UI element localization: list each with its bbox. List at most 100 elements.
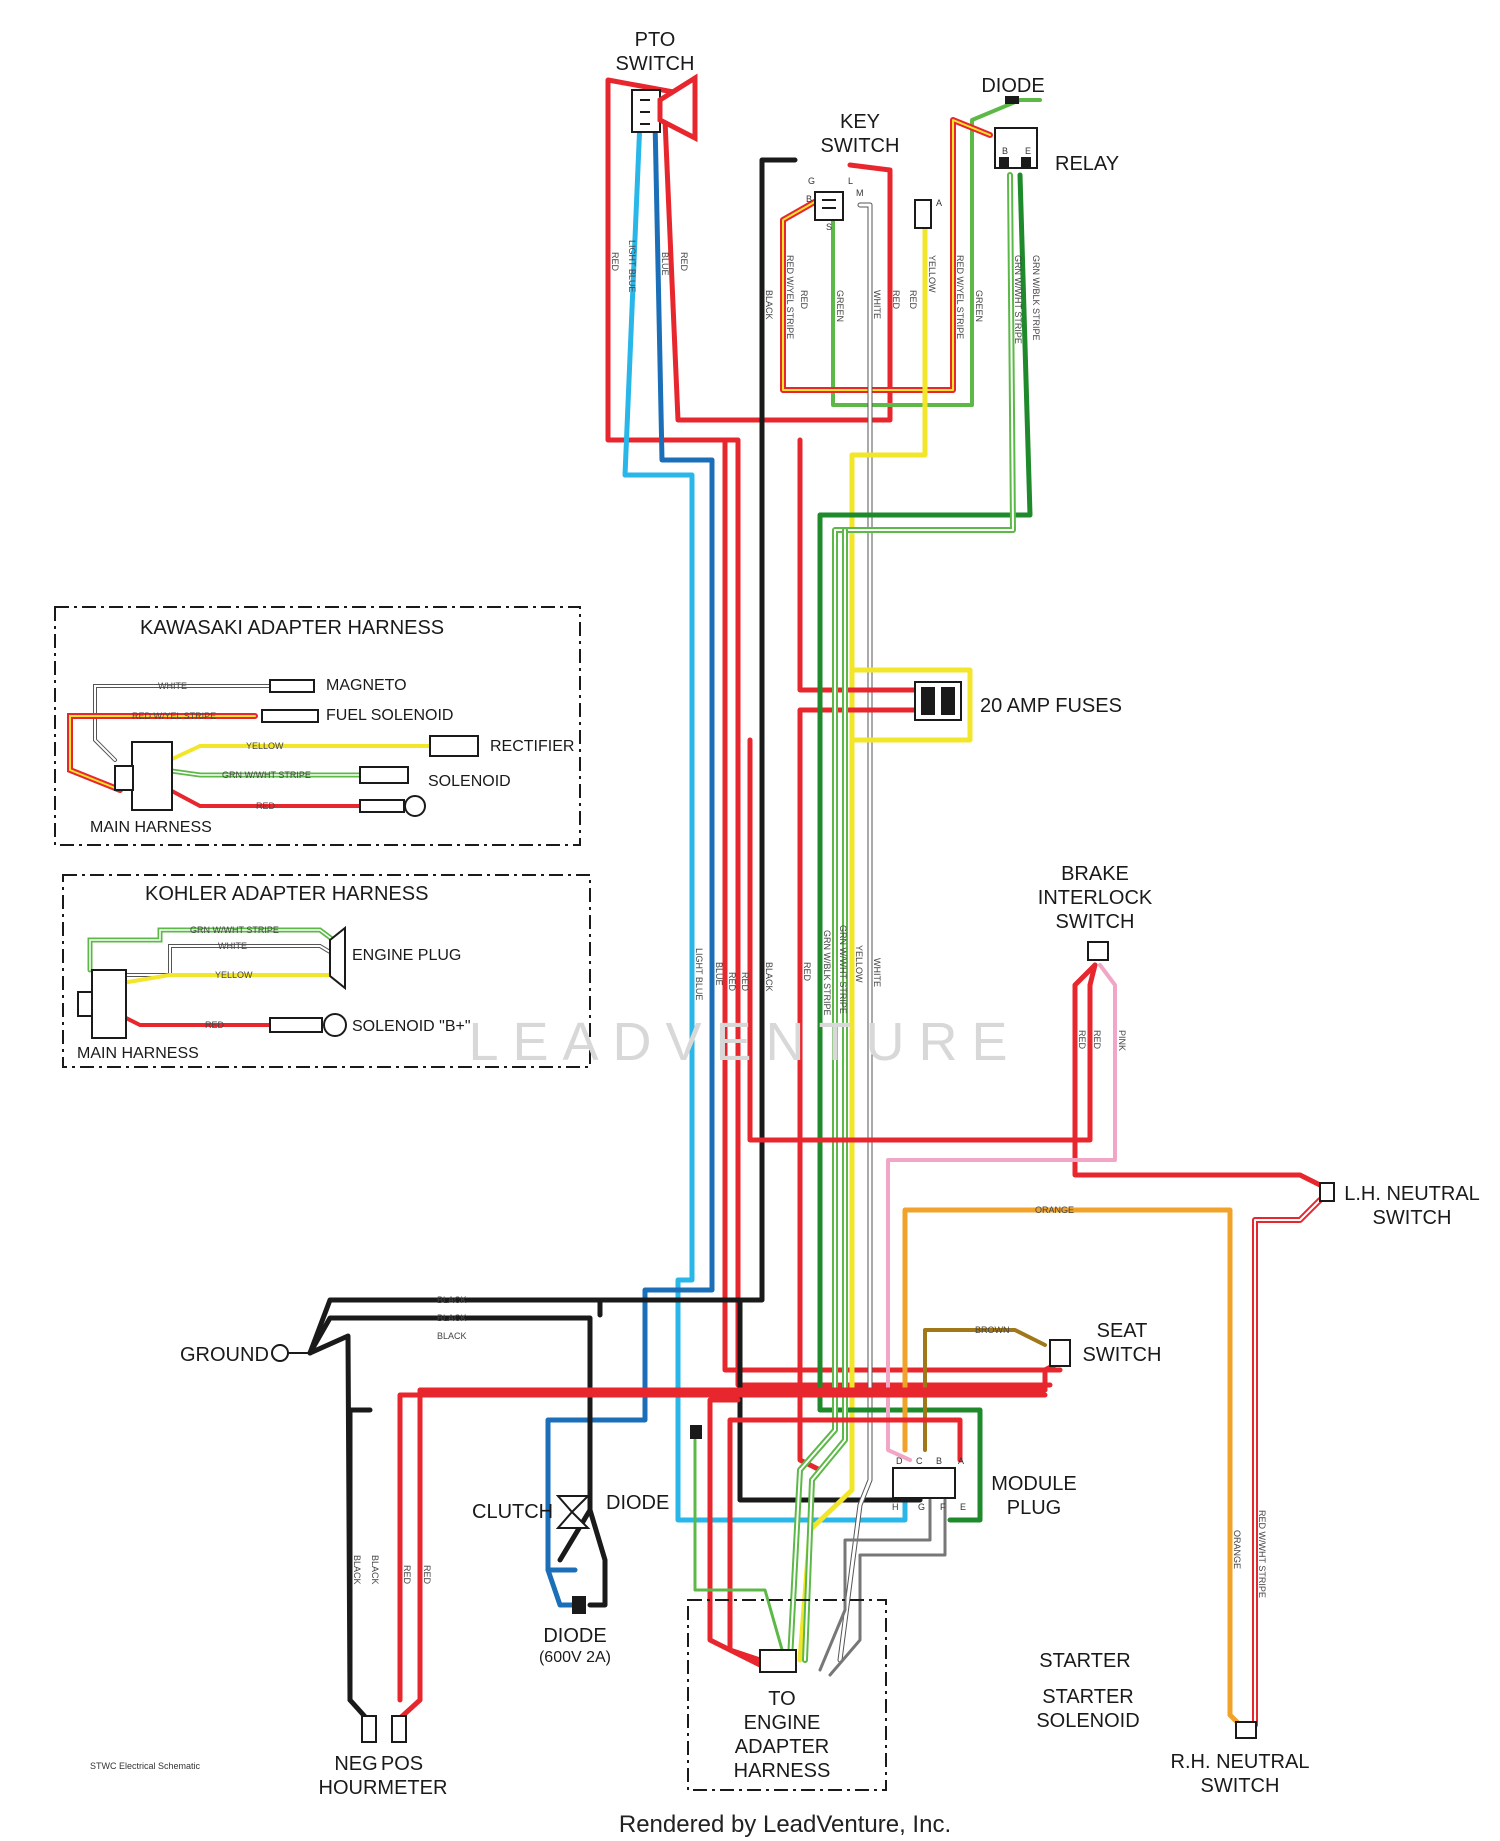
koh-wire-grn-wht xyxy=(87,927,343,973)
wl-grn-blk: GRN W/BLK STRIPE xyxy=(1031,255,1041,341)
wire-red-seat xyxy=(395,1359,1063,1723)
engine-harness-box xyxy=(687,1599,887,1791)
wl-black-neg: BLACK xyxy=(352,1555,362,1585)
wl-black-h3: BLACK xyxy=(437,1331,467,1341)
kaw-wire-red-yel-label: RED W/YEL STRIPE xyxy=(132,711,216,721)
diode-bottom-icon xyxy=(572,1596,586,1614)
wl-black-h2: BLACK xyxy=(437,1313,467,1323)
kaw-magneto-connector-icon xyxy=(269,679,315,693)
kaw-main-harness-icon xyxy=(114,741,173,811)
hourmeter-pos-label: POS xyxy=(381,1753,423,1775)
koh-wire-red-label: RED xyxy=(205,1020,225,1030)
brake-label-2: INTERLOCK xyxy=(1038,887,1153,909)
koh-solenoid-label: SOLENOID "B+" xyxy=(352,1018,471,1035)
wire-white-key-in xyxy=(838,203,872,1662)
wl-red-1: RED xyxy=(610,252,620,272)
wl-red-4: RED xyxy=(891,290,901,310)
wire-gray-engine xyxy=(818,1498,932,1672)
wl-pink: PINK xyxy=(1117,1030,1127,1051)
starter-solenoid-label-2: SOLENOID xyxy=(1036,1710,1139,1732)
diode-bottom-label-2: (600V 2A) xyxy=(539,1649,611,1666)
lh-neutral-label-1: L.H. NEUTRAL xyxy=(1344,1183,1480,1205)
wl-yellow: YELLOW xyxy=(927,255,937,293)
wire-red-engine-2 xyxy=(707,1397,763,1668)
to-engine-label-2: ENGINE xyxy=(744,1712,821,1734)
kaw-solenoid-connector-icon xyxy=(359,766,409,784)
module-term-f: F xyxy=(940,1502,946,1512)
wire-red-brake-2 xyxy=(747,737,1098,1143)
seat-switch-icon xyxy=(1049,1339,1071,1367)
koh-wire-white-label: WHITE xyxy=(218,941,247,951)
kaw-wire-grn-wht-label: GRN W/WHT STRIPE xyxy=(222,770,311,780)
module-term-h: H xyxy=(892,1502,899,1512)
diode-top-icon xyxy=(1005,96,1019,104)
koh-wire-red xyxy=(108,1008,272,1027)
kohler-inset-box xyxy=(62,874,591,1068)
wire-black-main xyxy=(597,157,798,1318)
wl-light-blue: LIGHT BLUE xyxy=(627,240,637,292)
wl-red-9: RED xyxy=(1077,1030,1087,1050)
wl-red-3: RED xyxy=(799,290,809,310)
key-term-g: G xyxy=(808,176,815,186)
wl-grn-wht-2: GRN W/WHT STRIPE xyxy=(838,925,848,1014)
wl-black-2: BLACK xyxy=(764,962,774,992)
schematic-name: STWC Electrical Schematic xyxy=(90,1761,201,1771)
wl-red-yel-2: RED W/YEL STRIPE xyxy=(955,255,965,339)
wire-green-key xyxy=(831,98,1042,407)
relay-icon xyxy=(994,127,1038,169)
wire-clutch-blue xyxy=(545,1567,578,1608)
starter-solenoid-label-1: STARTER xyxy=(1042,1686,1134,1708)
wl-yellow-2: YELLOW xyxy=(854,945,864,983)
module-plug-icon xyxy=(892,1467,956,1499)
seat-label-2: SWITCH xyxy=(1083,1344,1162,1366)
key-term-m: M xyxy=(856,188,864,198)
engine-plug-icon xyxy=(759,1649,797,1673)
wl-green: GREEN xyxy=(835,290,845,322)
key-switch-label-2: SWITCH xyxy=(821,135,900,157)
kawasaki-title: KAWASAKI ADAPTER HARNESS xyxy=(140,617,444,639)
kaw-wire-red-label: RED xyxy=(256,801,276,811)
key-term-s: S xyxy=(826,222,832,232)
wire-red-vertical xyxy=(722,437,1063,1373)
hourmeter-neg-label: NEG xyxy=(334,1753,377,1775)
kaw-wire-red xyxy=(168,788,362,808)
wire-red-pos xyxy=(397,1392,1048,1703)
key-switch-icon xyxy=(814,191,844,221)
wl-red-pos: RED xyxy=(402,1565,412,1585)
brake-label-3: SWITCH xyxy=(1056,911,1135,933)
footer-text: Rendered by LeadVenture, Inc. xyxy=(619,1811,951,1838)
pto-switch-label-1: PTO xyxy=(635,29,676,51)
starter-label: STARTER xyxy=(1039,1650,1131,1672)
wl-orange-v: ORANGE xyxy=(1232,1530,1242,1569)
wl-brown: BROWN xyxy=(975,1325,1010,1335)
kaw-wire-white-in xyxy=(94,685,271,761)
wl-red-6: RED xyxy=(727,972,737,992)
to-engine-label-4: HARNESS xyxy=(734,1760,831,1782)
kaw-wire-white-label: WHITE xyxy=(158,681,187,691)
brake-switch-icon xyxy=(1087,941,1109,961)
kaw-wire-white xyxy=(93,684,272,762)
wire-red-pto xyxy=(605,77,1053,1388)
pto-switch-icon xyxy=(631,73,698,143)
wl-red-pos-2: RED xyxy=(422,1565,432,1585)
diode-mid-label: DIODE xyxy=(606,1492,669,1514)
hourmeter-label: HOURMETER xyxy=(319,1777,448,1799)
wl-white: WHITE xyxy=(872,290,882,319)
koh-wire-grn-wht-label: GRN W/WHT STRIPE xyxy=(190,925,279,935)
brake-label-1: BRAKE xyxy=(1061,863,1129,885)
key-term-b: B xyxy=(806,194,812,204)
wire-black-neg xyxy=(347,1407,373,1723)
wl-red-10: RED xyxy=(1092,1030,1102,1050)
wl-red-2: RED xyxy=(679,252,689,272)
seat-label-1: SEAT xyxy=(1097,1320,1148,1342)
clutch-icon xyxy=(555,1495,591,1529)
koh-engine-plug-icon xyxy=(329,925,346,991)
wl-black-neg-2: BLACK xyxy=(370,1555,380,1585)
wl-red-8: RED xyxy=(802,962,812,982)
wire-red-pto-2 xyxy=(662,117,893,423)
ground-icon xyxy=(271,1344,310,1362)
wire-blue xyxy=(545,117,715,1573)
module-term-b: B xyxy=(936,1456,942,1466)
module-label-1: MODULE xyxy=(991,1473,1077,1495)
